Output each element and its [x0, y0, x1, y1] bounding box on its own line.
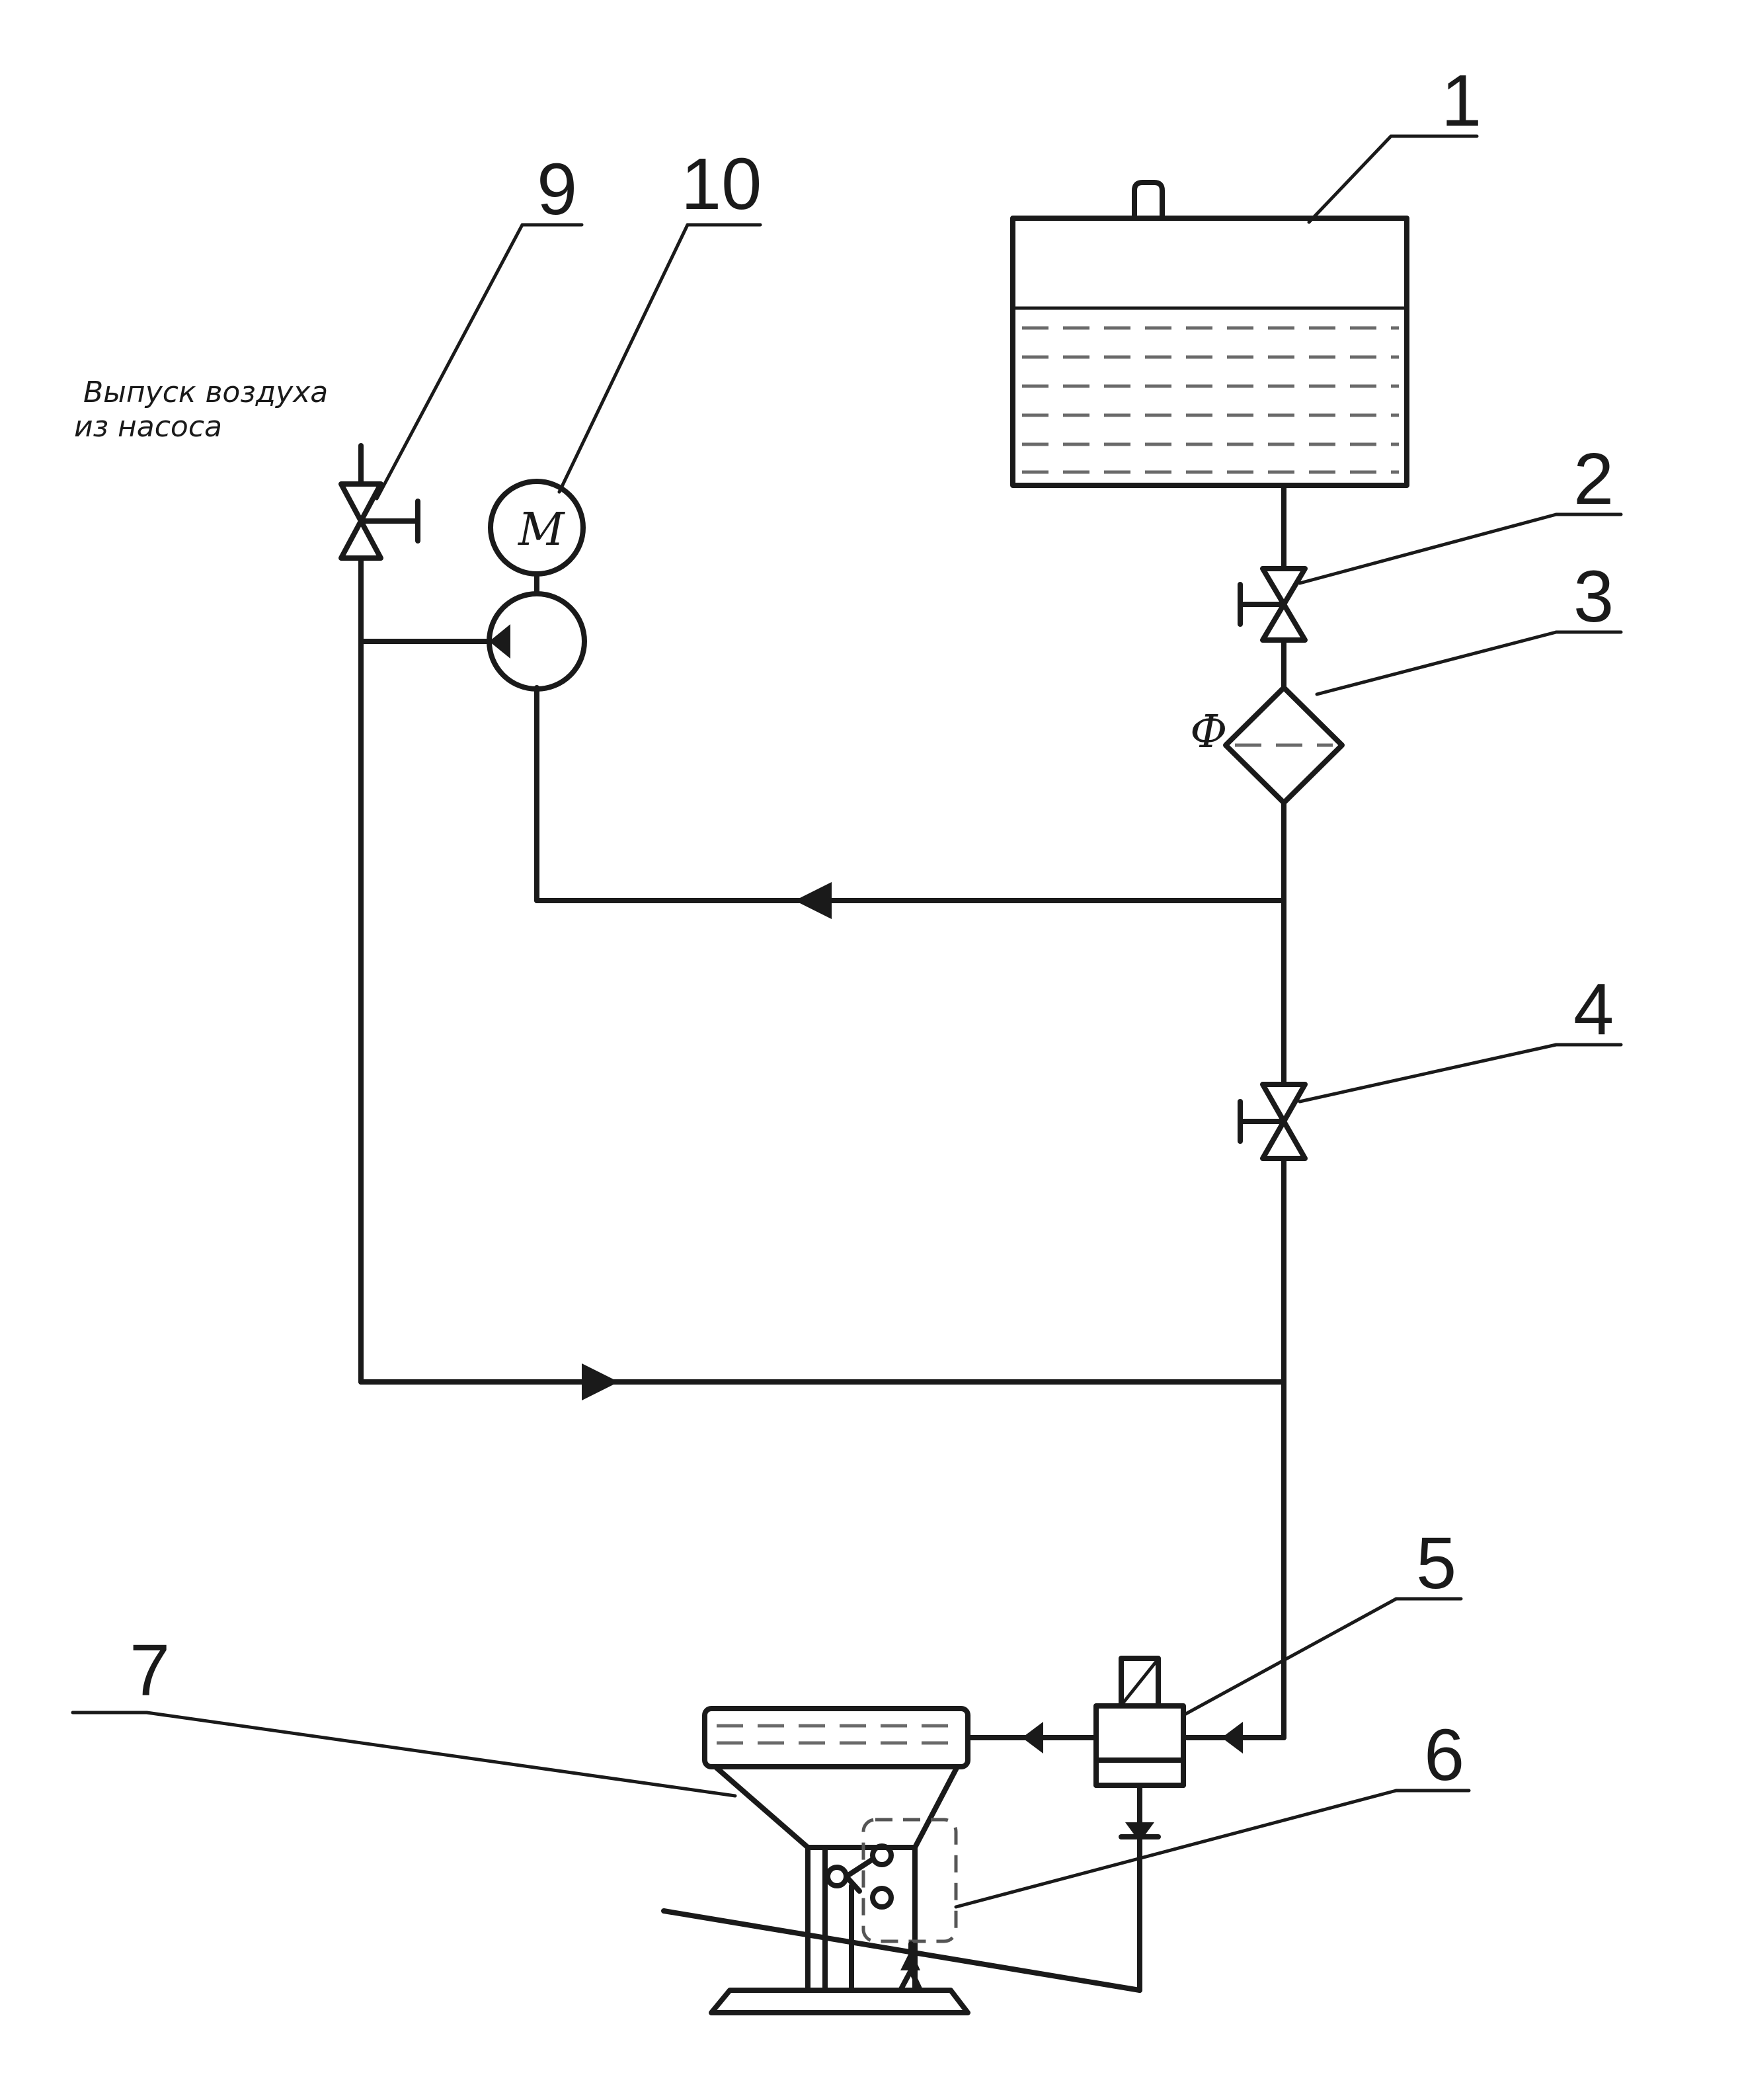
flow-arrow-icon: [1022, 1722, 1043, 1754]
label-valve-top: 2: [1573, 438, 1614, 520]
pump-icon: [487, 573, 587, 692]
motor-icon: M: [488, 479, 586, 577]
gate-valve-icon: [338, 443, 420, 561]
solenoid-valve-icon: [1093, 1656, 1186, 1993]
flow-arrow-icon: [795, 882, 832, 919]
electric-wire: [661, 1908, 1142, 1993]
label-solenoid-valve: 5: [1416, 1523, 1456, 1604]
flow-arrow-icon: [582, 1363, 619, 1400]
leader-lines: [71, 134, 1623, 1909]
filter-icon: [1223, 685, 1345, 805]
motor-letter: M: [517, 504, 566, 556]
label-pedal-switch: 6: [1424, 1715, 1464, 1796]
annotation-line-2: из насоса: [74, 410, 222, 444]
annotation-line-1: Выпуск воздуха: [83, 376, 328, 409]
tank-icon: [1010, 180, 1409, 488]
label-vent-valve: 9: [537, 149, 577, 230]
supply-pipe: [1181, 483, 1286, 1740]
gate-valve-icon: [1238, 1082, 1308, 1161]
label-bowl: 7: [130, 1630, 170, 1711]
suction-pipe: [534, 685, 1286, 919]
toilet-bowl-icon: [702, 1706, 970, 2015]
flow-arrow-icon: [1222, 1722, 1243, 1754]
label-valve-mid: 4: [1573, 969, 1614, 1050]
outlet-pipe: [965, 1722, 1099, 1754]
label-filter: 3: [1573, 556, 1614, 637]
pressure-pipe: [358, 555, 1286, 1400]
pedal-switch-icon: [825, 1818, 958, 1993]
gate-valve-icon: [1238, 566, 1308, 643]
filter-letter: Ф: [1190, 706, 1227, 758]
label-pump-motor: 10: [681, 143, 762, 225]
label-tank: 1: [1441, 60, 1482, 141]
